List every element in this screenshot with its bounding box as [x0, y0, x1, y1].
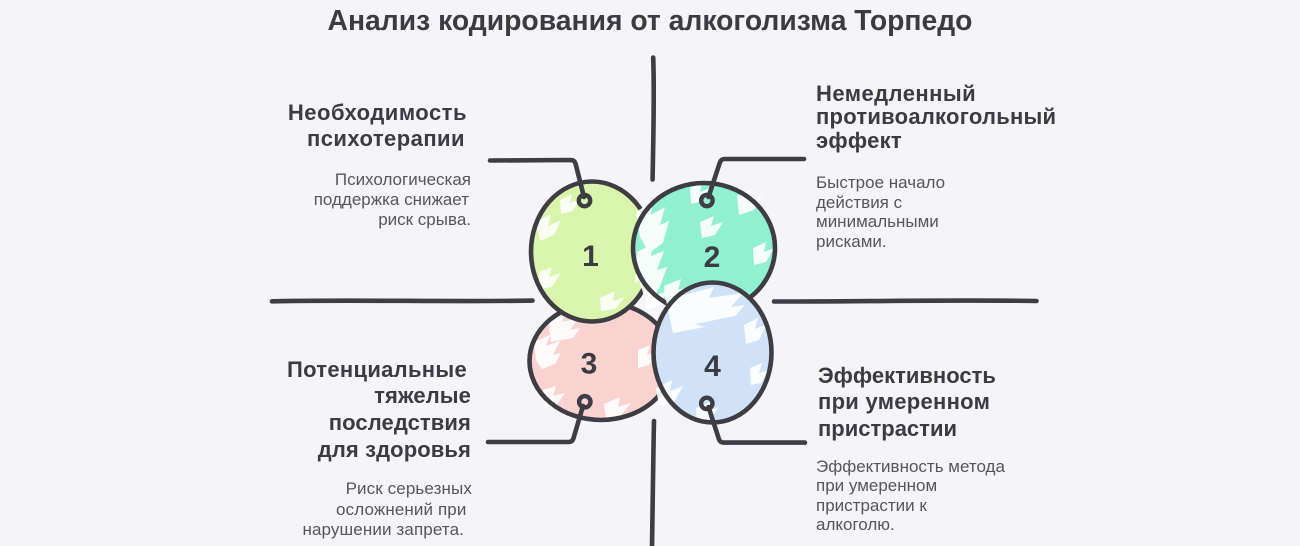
svg-text:4: 4 [704, 350, 721, 383]
svg-text:2: 2 [704, 241, 721, 274]
svg-text:3: 3 [581, 348, 598, 381]
svg-text:1: 1 [582, 240, 599, 273]
